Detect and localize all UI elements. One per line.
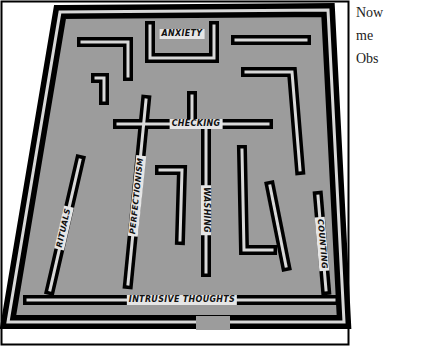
wall xyxy=(160,170,182,240)
wall-top xyxy=(160,170,182,240)
wall xyxy=(270,186,286,266)
outer-wall-top xyxy=(8,10,344,322)
wall-tops xyxy=(28,26,334,300)
wall xyxy=(201,130,211,272)
wall-top xyxy=(150,26,214,58)
wall-top xyxy=(270,186,286,266)
maze-floor xyxy=(8,10,344,322)
wall xyxy=(128,100,146,284)
body-text: me xyxy=(356,29,373,43)
wall xyxy=(50,160,80,290)
wall xyxy=(242,150,272,250)
wall-top xyxy=(246,72,300,170)
maze-exit xyxy=(196,316,230,330)
wall-label: RITUALS xyxy=(54,205,74,250)
wall-top xyxy=(236,39,306,42)
wall-label: COUNTING xyxy=(315,217,330,272)
wall-top xyxy=(242,150,272,250)
wall xyxy=(96,78,104,100)
wall-label: WASHING xyxy=(201,185,211,235)
wall-top xyxy=(96,78,104,100)
body-text: Obs xyxy=(356,52,379,66)
wall xyxy=(150,26,214,58)
wall-top xyxy=(82,42,128,76)
wall xyxy=(82,42,128,76)
wall-top xyxy=(50,160,80,290)
wall-label: CHECKING xyxy=(170,119,223,129)
wall-top xyxy=(128,100,146,284)
picture-frame xyxy=(2,2,349,345)
wall-label: ANXIETY xyxy=(160,29,205,39)
wall-label: PERFECTIONISM xyxy=(128,155,146,236)
wall xyxy=(28,295,334,305)
wall xyxy=(236,35,306,45)
wall-label: INTRUSIVE THOUGHTS xyxy=(127,295,237,305)
body-text: Now xyxy=(356,6,383,20)
maze-walls xyxy=(28,26,334,300)
